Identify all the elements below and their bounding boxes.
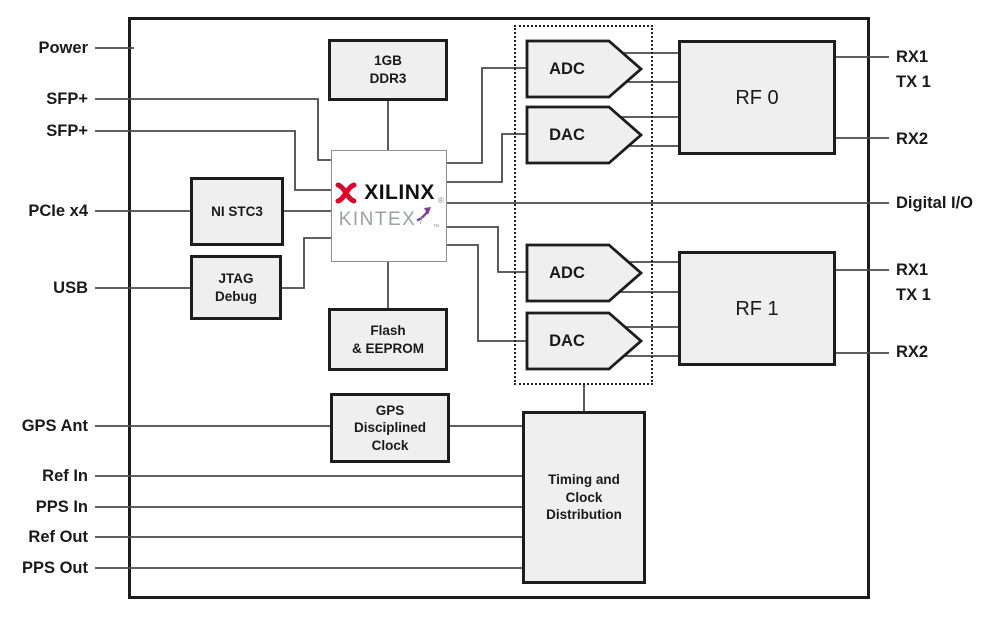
kintex-family-text: KINTEX <box>338 209 417 230</box>
adc1-shape <box>525 243 644 303</box>
ni-stc3-block: NI STC3 <box>190 177 284 246</box>
gps-clock-block: GPS Disciplined Clock <box>330 393 450 463</box>
port-rf1-rx2: RX2 <box>896 343 929 361</box>
trademark-mark: ™ <box>432 224 440 231</box>
port-rf0-rx2: RX2 <box>896 130 929 148</box>
xilinx-logo: XILINX ® <box>334 181 444 205</box>
port-gps-ant: GPS Ant <box>21 417 88 435</box>
port-digital-io: Digital I/O <box>896 194 974 212</box>
xilinx-brand-text: XILINX <box>364 181 435 204</box>
port-rf0-rx1: RX1 <box>896 48 929 66</box>
dac0-shape <box>525 105 644 165</box>
rf0-block: RF 0 <box>678 40 836 155</box>
port-usb: USB <box>53 279 88 297</box>
fpga-block: XILINX ® KINTEX 7 ™ <box>331 150 447 262</box>
adc0-shape <box>525 39 644 99</box>
flash-eeprom-block: Flash & EEPROM <box>328 308 448 371</box>
port-power: Power <box>38 39 88 57</box>
rf1-block: RF 1 <box>678 251 836 366</box>
port-pps-in: PPS In <box>35 498 88 516</box>
port-sfp-2: SFP+ <box>46 122 88 140</box>
jtag-debug-block: JTAG Debug <box>190 255 282 320</box>
wire-fpga-adc1 <box>446 67 528 164</box>
converter-group-outline <box>514 25 653 385</box>
wire-sfp2 <box>95 130 332 191</box>
port-rf0-tx1: TX 1 <box>896 73 931 91</box>
dac1-label: DAC <box>549 331 585 350</box>
port-pps-out: PPS Out <box>21 559 88 577</box>
port-rf1-rx1: RX1 <box>896 261 929 279</box>
kintex-logo: KINTEX 7 ™ <box>338 207 440 231</box>
port-rf1-tx1: TX 1 <box>896 286 931 304</box>
wire-fpga-dac2 <box>446 244 528 342</box>
registered-mark: ® <box>437 196 444 205</box>
port-sfp-1: SFP+ <box>46 90 88 108</box>
wire-sfp1 <box>95 98 332 161</box>
ddr3-block: 1GB DDR3 <box>328 39 448 101</box>
port-ref-out: Ref Out <box>28 528 88 546</box>
xilinx-x-icon <box>335 182 357 204</box>
adc1-label: ADC <box>549 263 585 282</box>
dac0-label: DAC <box>549 125 585 144</box>
wire-fpga-adc2 <box>446 226 528 273</box>
adc0-label: ADC <box>549 59 585 78</box>
wire-jtag-fpga <box>281 237 332 289</box>
port-pcie-x4: PCIe x4 <box>28 202 88 220</box>
kintex7-arrow-icon <box>417 207 432 222</box>
kintex7-number: 7 <box>418 216 424 226</box>
chassis-border <box>128 17 870 599</box>
dac1-shape <box>525 311 644 371</box>
timing-clock-block: Timing and Clock Distribution <box>522 411 646 584</box>
port-ref-in: Ref In <box>42 467 88 485</box>
